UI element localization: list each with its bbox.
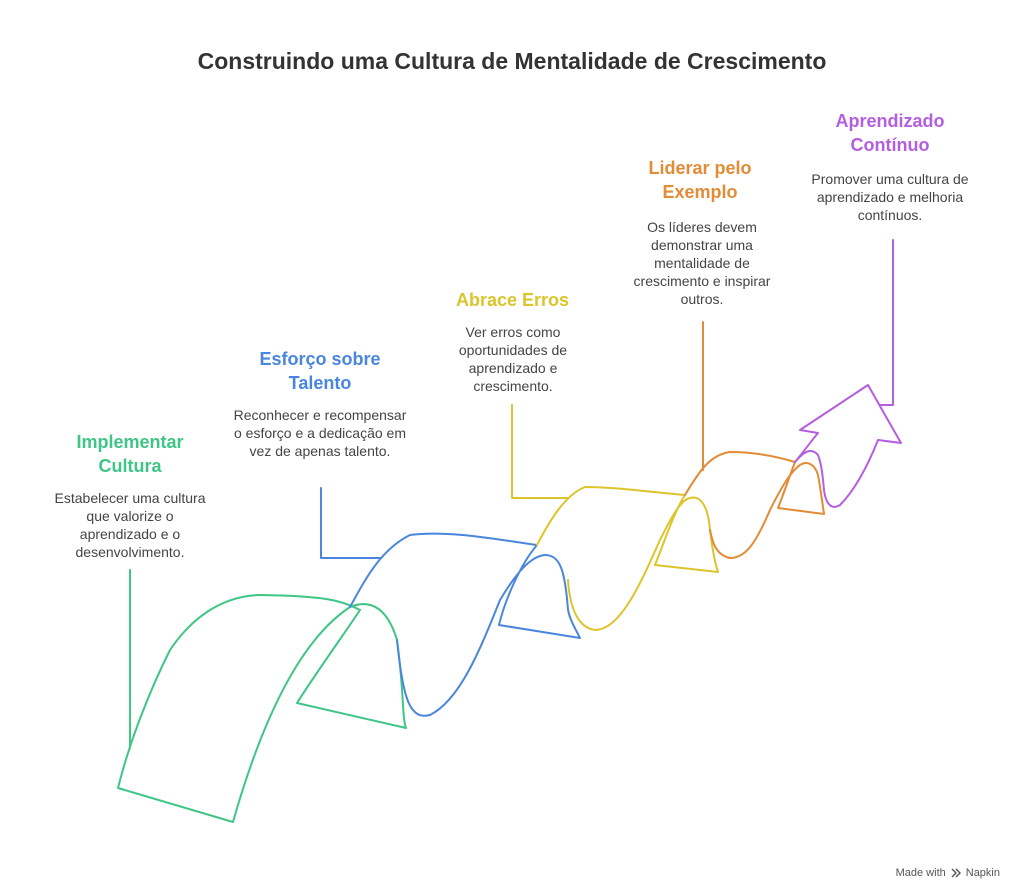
made-with-label: Made with [895, 867, 946, 879]
step-1-heading: Implementar Cultura [76, 432, 184, 476]
step-3-heading: Abrace Erros [455, 290, 570, 310]
step-1-description: Estabelecer uma cultura que valorize o a… [54, 490, 206, 560]
ribbon-segment-3 [511, 404, 719, 631]
step-3-description: Ver erros como oportunidades de aprendiz… [458, 324, 568, 394]
napkin-brand: Napkin [965, 867, 1000, 879]
napkin-footer[interactable]: Made with Napkin [896, 867, 1000, 879]
step-5-heading: Aprendizado Contínuo [835, 111, 945, 155]
step-5-description: Promover uma cultura de aprendizado e me… [811, 171, 969, 223]
step-4-description: Os líderes devem demonstrar uma mentalid… [633, 219, 771, 307]
step-2-description: Reconhecer e recompensar o esforço e a d… [233, 407, 407, 459]
ribbon-arrow-5 [794, 239, 902, 508]
ribbon-segment-2 [320, 487, 581, 717]
napkin-logo-icon [951, 868, 961, 878]
ribbon-segment-4 [684, 321, 825, 559]
step-4-heading: Liderar pelo Exemplo [648, 158, 752, 202]
step-2-heading: Esforço sobre Talento [259, 349, 381, 393]
diagram-title: Construindo uma Cultura de Mentalidade d… [197, 48, 827, 74]
ribbon-segment-1 [117, 569, 407, 823]
